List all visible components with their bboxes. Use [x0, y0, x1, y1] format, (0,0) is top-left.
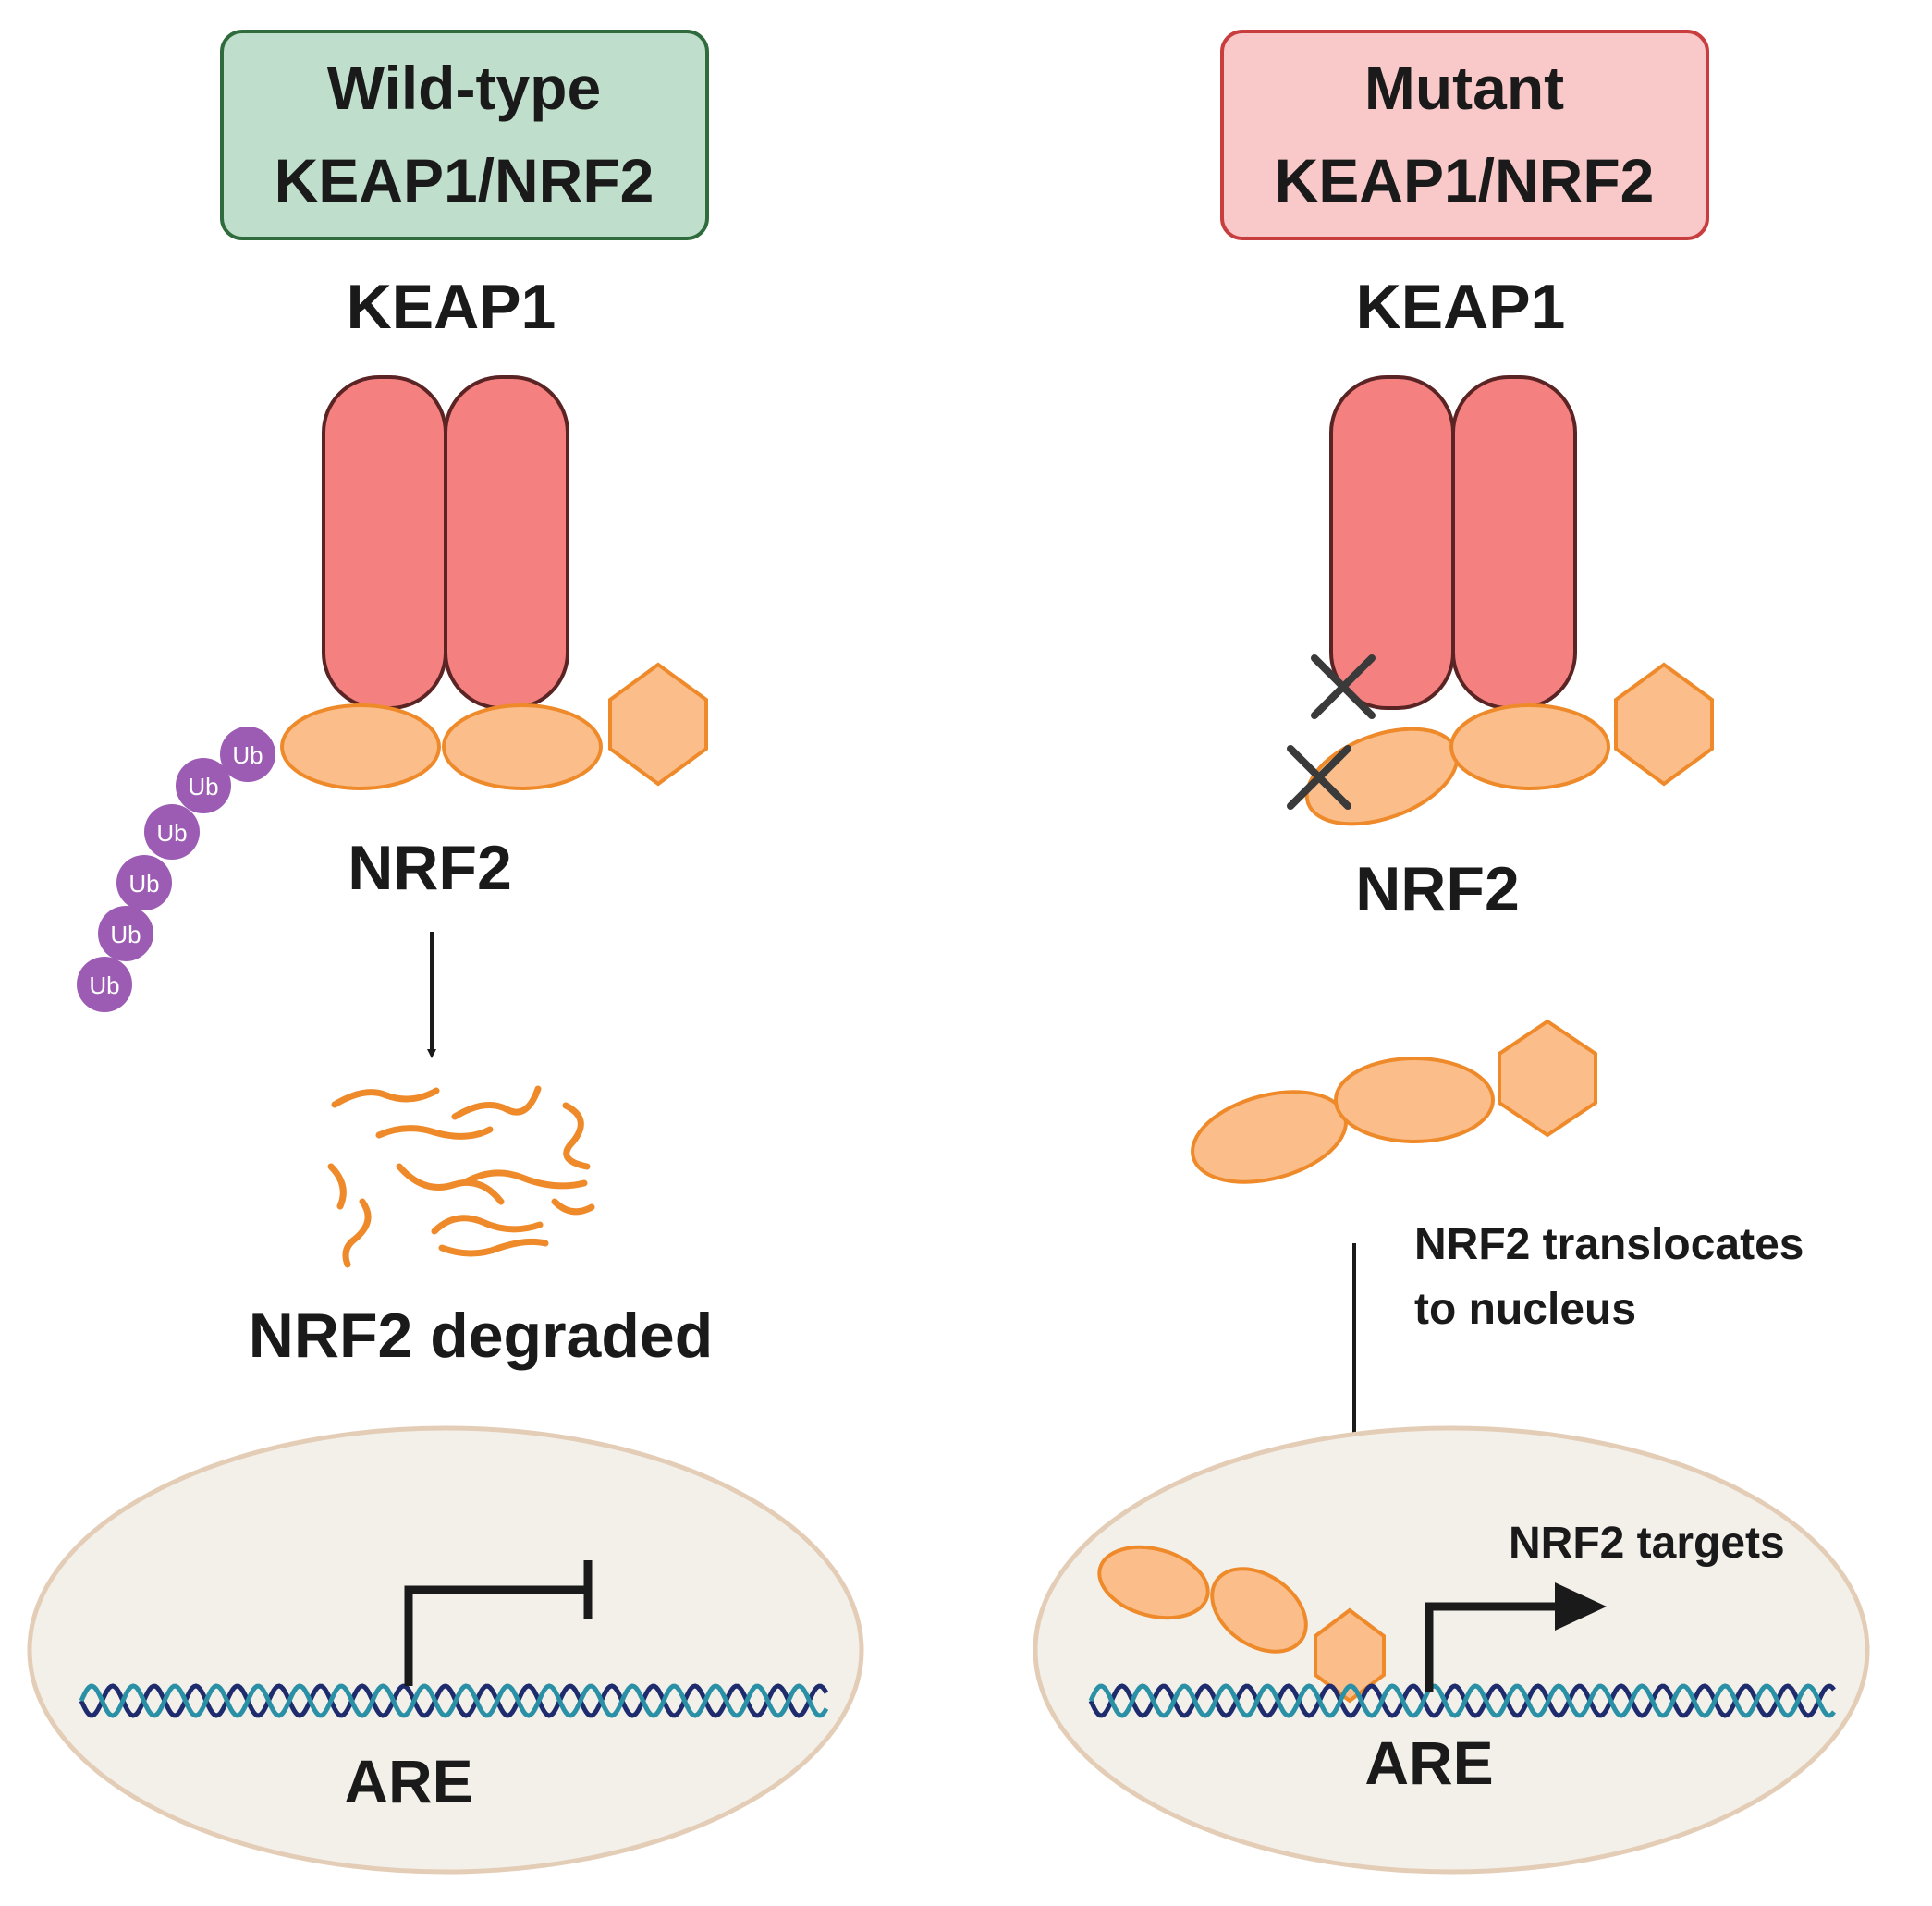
nrf2-degraded-label: NRF2 degraded	[249, 1301, 714, 1371]
x-mark-upper	[1311, 654, 1376, 719]
svg-text:Ub: Ub	[156, 819, 187, 847]
ub-bead: Ub	[220, 727, 275, 782]
ub-bead: Ub	[116, 855, 172, 910]
mutant-title-line2: KEAP1/NRF2	[1275, 146, 1655, 214]
nrf2-domain-2	[442, 703, 603, 790]
wild-type-title-line2: KEAP1/NRF2	[275, 146, 654, 214]
svg-text:Ub: Ub	[89, 971, 119, 999]
wild-type-nrf2-label: NRF2	[348, 833, 512, 903]
degraded-nrf2-fragments	[327, 1085, 595, 1268]
nrf2-domain-2	[1449, 703, 1610, 790]
keap1-subunit-right	[444, 375, 569, 710]
svg-text:Ub: Ub	[128, 870, 159, 898]
nrf2-domain-1	[1097, 1545, 1210, 1620]
mutant-nucleus	[1033, 1425, 1870, 1875]
keap1-subunit-left	[322, 375, 447, 710]
active-transcription-arrow	[1425, 1602, 1562, 1692]
wild-type-panel: Wild-type KEAP1/NRF2 KEAP1 Ub Ub	[27, 30, 864, 1875]
ub-bead: Ub	[144, 804, 200, 860]
mutant-are-label: ARE	[1364, 1729, 1493, 1797]
nrf2-hexagon-domain	[608, 662, 708, 787]
svg-text:Ub: Ub	[110, 921, 141, 948]
nrf2-domain-2	[1334, 1057, 1495, 1143]
mutant-keap1-label: KEAP1	[1356, 272, 1566, 342]
dna-strand-light	[79, 1683, 829, 1718]
blocked-transcription-symbol	[404, 1560, 593, 1686]
nuclear-nrf2-protein	[1097, 1545, 1386, 1704]
nrf2-targets-label: NRF2 targets	[1509, 1519, 1785, 1568]
mutant-panel: Mutant KEAP1/NRF2 KEAP1 NRF2 NRF2 transl…	[1033, 30, 1870, 1875]
dna-strand-light	[1088, 1683, 1836, 1718]
active-transcription-arrowhead	[1555, 1582, 1607, 1631]
nrf2-hexagon-domain	[1614, 662, 1714, 787]
mutant-title-line1: Mutant	[1364, 54, 1564, 122]
svg-text:Ub: Ub	[188, 773, 218, 800]
translocate-label-line1: NRF2 translocates	[1414, 1220, 1804, 1269]
wild-type-dna-strand	[79, 1683, 829, 1718]
keap1-subunit-right	[1451, 375, 1577, 710]
wild-type-keap1-label: KEAP1	[347, 272, 556, 342]
mutant-dna-strand	[1088, 1683, 1836, 1718]
wild-type-keap1-dimer	[322, 375, 569, 710]
nrf2-domain-1	[280, 703, 441, 790]
ub-bead: Ub	[77, 957, 132, 1012]
nrf2-domain-1	[1191, 1090, 1348, 1184]
wild-type-nucleus	[27, 1425, 864, 1875]
wild-type-are-label: ARE	[344, 1747, 472, 1815]
nrf2-hexagon-domain	[1498, 1019, 1597, 1138]
mutant-nrf2-label: NRF2	[1355, 854, 1520, 924]
ubiquitin-chain: Ub Ub Ub Ub Ub Ub	[77, 727, 275, 1012]
wild-type-title-line1: Wild-type	[327, 54, 601, 122]
nrf2-domain-2	[1210, 1567, 1308, 1654]
svg-text:Ub: Ub	[232, 741, 263, 769]
wild-type-title-box	[220, 30, 709, 240]
translocate-label-line2: to nucleus	[1414, 1285, 1636, 1334]
wild-type-nrf2-protein	[280, 662, 708, 790]
free-nrf2-protein	[1191, 1019, 1597, 1184]
x-mark-lower	[1287, 745, 1351, 810]
nrf2-hexagon-domain	[1314, 1607, 1386, 1704]
binding-disrupted-x-marks	[1287, 654, 1376, 810]
keap1-subunit-left	[1329, 375, 1455, 710]
mutant-title-box	[1220, 30, 1709, 240]
ub-bead: Ub	[98, 906, 153, 961]
ub-bead: Ub	[176, 758, 231, 813]
mutant-keap1-dimer	[1329, 375, 1577, 710]
